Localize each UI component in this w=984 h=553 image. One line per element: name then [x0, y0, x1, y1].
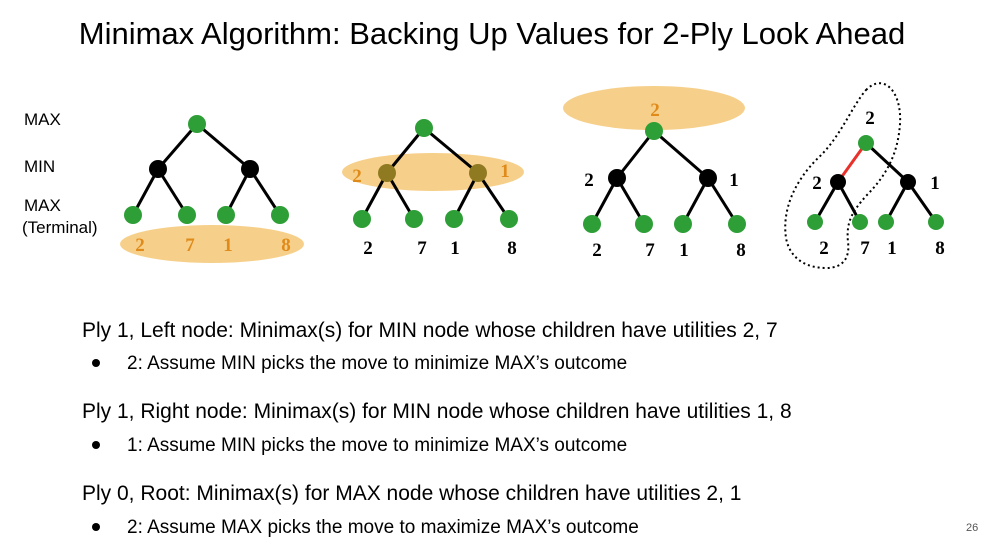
- tree4-root-node: [858, 135, 874, 151]
- tree1-root-node: [188, 115, 206, 133]
- best-move-edge: [836, 142, 868, 183]
- tree3-leaf-value: 8: [736, 240, 746, 261]
- bullet-dot: [92, 359, 100, 367]
- level-label-terminal: (Terminal): [22, 218, 98, 237]
- tree4-leaf-node: [928, 214, 944, 230]
- tree2-min-value: 1: [500, 161, 510, 182]
- bullet-dot: [92, 523, 100, 531]
- tree2-min-value: 2: [352, 166, 362, 187]
- tree3-min-node-left: [608, 169, 626, 187]
- tree4-min-value: 2: [812, 173, 822, 194]
- tree4-leaf-node: [807, 214, 823, 230]
- principal-variation-dotted-outline: [784, 82, 902, 270]
- tree3-min-value: 2: [584, 170, 594, 191]
- tree1-leaf-node: [217, 206, 235, 224]
- tree2-leaf-node: [405, 210, 423, 228]
- tree4-min-node-left: [830, 174, 846, 190]
- tree4-min-value: 1: [930, 173, 940, 194]
- ply0-root-bullet: 2: Assume MAX picks the move to maximize…: [127, 517, 639, 538]
- tree2-leaf-node: [445, 210, 463, 228]
- tree4-leaf-node: [878, 214, 894, 230]
- page-number: 26: [966, 522, 979, 534]
- tree1-leaf-value: 1: [223, 235, 233, 256]
- tree3-root-value: 2: [650, 100, 660, 121]
- tree4-leaf-node: [852, 214, 868, 230]
- slide-title: Minimax Algorithm: Backing Up Values for…: [78, 16, 906, 51]
- tree2-leaf-value: 2: [363, 238, 373, 259]
- ply1-right-line: Ply 1, Right node: Minimax(s) for MIN no…: [82, 400, 792, 423]
- tree2-min-node-left: [378, 164, 396, 182]
- tree1-min-node-right: [241, 160, 259, 178]
- tree4-root-value: 2: [865, 108, 875, 129]
- tree4-leaf-value: 8: [935, 238, 945, 259]
- tree2-leaf-node: [353, 210, 371, 228]
- tree3-leaf-node: [583, 215, 601, 233]
- tree1-leaf-value: 7: [185, 235, 195, 256]
- tree2-leaf-node: [500, 210, 518, 228]
- ply0-root-line: Ply 0, Root: Minimax(s) for MAX node who…: [82, 482, 742, 505]
- tree1-min-node-left: [149, 160, 167, 178]
- tree1-leaf-value: 2: [135, 235, 145, 256]
- tree3-root-node: [645, 122, 663, 140]
- tree3-leaf-node: [728, 215, 746, 233]
- root-highlight-ellipse: [563, 86, 745, 130]
- minimax-diagram: 2 7 1 8 2 1 2 7 1 8: [120, 82, 945, 270]
- tree3-min-node-right: [699, 169, 717, 187]
- tree2-leaf-value: 1: [450, 238, 460, 259]
- tree4-leaf-value: 2: [819, 238, 829, 259]
- tree4-leaf-value: 1: [887, 238, 897, 259]
- tree3-leaf-value: 1: [679, 240, 689, 261]
- leaf-highlight-ellipse: [120, 225, 304, 263]
- tree1-leaf-node: [178, 206, 196, 224]
- tree1-leaf-value: 8: [281, 235, 291, 256]
- tree1-leaf-node: [271, 206, 289, 224]
- tree4-leaf-value: 7: [860, 238, 870, 259]
- tree4-min-node-right: [900, 174, 916, 190]
- ply1-left-line: Ply 1, Left node: Minimax(s) for MIN nod…: [82, 319, 778, 342]
- level-label-min: MIN: [24, 157, 56, 176]
- tree3-leaf-value: 7: [645, 240, 655, 261]
- tree2-leaf-value: 8: [507, 238, 517, 259]
- tree3-leaf-node: [635, 215, 653, 233]
- min-highlight-ellipse: [342, 153, 524, 191]
- tree2-min-node-right: [469, 164, 487, 182]
- ply1-left-bullet: 2: Assume MIN picks the move to minimize…: [127, 353, 628, 374]
- ply1-right-bullet: 1: Assume MIN picks the move to minimize…: [127, 435, 628, 456]
- tree3-leaf-value: 2: [592, 240, 602, 261]
- tree2-root-node: [415, 119, 433, 137]
- bullet-dot: [92, 441, 100, 449]
- level-label-terminal-max: MAX: [24, 196, 61, 215]
- level-label-max: MAX: [24, 110, 61, 129]
- tree3-leaf-node: [674, 215, 692, 233]
- tree2-leaf-value: 7: [417, 238, 427, 259]
- tree3-min-value: 1: [729, 170, 739, 191]
- tree1-leaf-node: [124, 206, 142, 224]
